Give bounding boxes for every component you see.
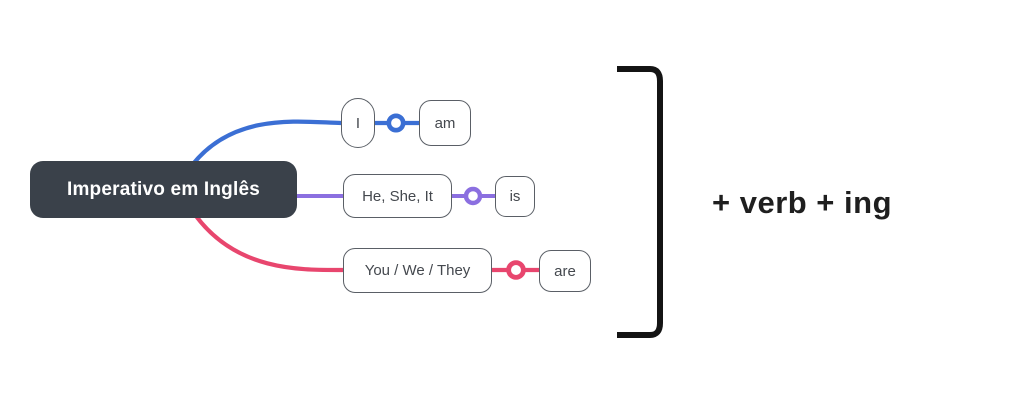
- root-node[interactable]: Imperativo em Inglês: [30, 161, 297, 218]
- verb-node-plural[interactable]: are: [539, 250, 591, 292]
- ring-connector-icon-first-person: [386, 113, 406, 133]
- verb-node-label: am: [434, 114, 456, 132]
- connector-curve-first-person: [190, 119, 344, 167]
- connector-curve-plural: [193, 213, 346, 273]
- verb-node-third-person-singular[interactable]: is: [495, 176, 535, 217]
- subject-node-plural[interactable]: You / We / They: [343, 248, 492, 293]
- root-node-label: Imperativo em Inglês: [66, 178, 260, 200]
- subject-node-label: I: [355, 114, 361, 132]
- verb-node-first-person[interactable]: am: [419, 100, 471, 146]
- formula-text: + verb + ing: [712, 185, 893, 220]
- ring-connector-icon-plural: [506, 260, 526, 280]
- subject-node-label: You / We / They: [364, 262, 471, 279]
- verb-node-label: is: [509, 188, 521, 205]
- ring-connector-icon-third-person-singular: [463, 186, 483, 206]
- closing-bracket-icon: [617, 66, 663, 338]
- subject-node-first-person[interactable]: I: [341, 98, 375, 148]
- subject-node-third-person-singular[interactable]: He, She, It: [343, 174, 452, 218]
- subject-node-label: He, She, It: [362, 187, 433, 205]
- verb-node-label: are: [554, 262, 576, 280]
